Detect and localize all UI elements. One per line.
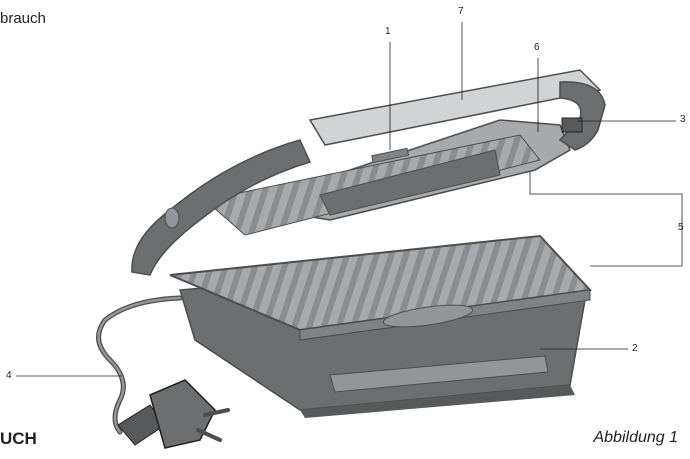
indicator-light <box>371 147 410 164</box>
leader-5 <box>529 172 683 267</box>
heading-fragment: brauch <box>0 10 46 27</box>
hinge-latch <box>561 117 583 133</box>
plate-drain-oval <box>382 304 474 328</box>
lid-top-bar <box>308 69 602 146</box>
grill-base-side <box>300 385 575 418</box>
callout-5: 5 <box>678 222 684 233</box>
figure-caption: Abbildung 1 <box>593 429 678 446</box>
drip-tray <box>329 355 549 393</box>
callout-1: 1 <box>385 26 391 37</box>
callout-2: 2 <box>632 343 638 354</box>
callout-7: 7 <box>458 6 464 17</box>
callout-4: 4 <box>6 370 12 381</box>
section-heading-fragment: UCH <box>0 429 37 448</box>
lid-handle <box>558 81 606 151</box>
front-handle <box>131 139 312 276</box>
power-plug <box>117 379 230 449</box>
callout-3: 3 <box>680 114 686 125</box>
callout-6: 6 <box>534 42 540 53</box>
lid-front-panel <box>319 149 501 216</box>
